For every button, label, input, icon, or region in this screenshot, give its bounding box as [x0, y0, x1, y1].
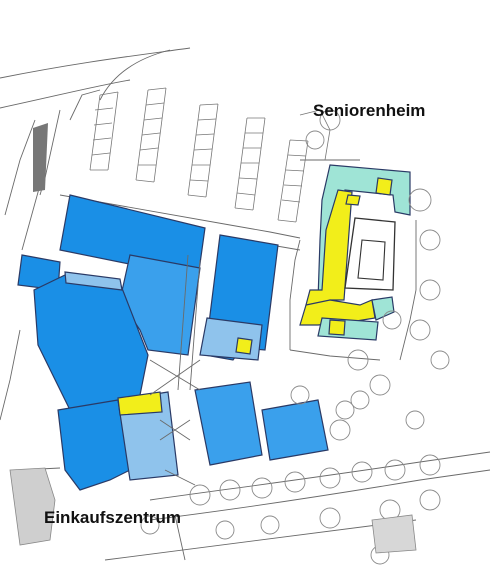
building-center-right-lower — [199, 317, 263, 361]
building-left-roof-strip — [64, 271, 123, 291]
stair-core-left — [117, 391, 163, 416]
existing-building-right — [371, 514, 417, 554]
walkway-crossings — [149, 254, 201, 486]
senior-home-complex — [299, 164, 411, 341]
label-shopping-center: Einkaufszentrum — [44, 508, 181, 527]
label-senior-home: Seniorenheim — [313, 101, 426, 120]
building-lower-center — [194, 381, 263, 466]
building-lower-right — [261, 399, 329, 461]
existing-building — [9, 467, 56, 546]
stair-core-right — [235, 337, 253, 355]
dark-strip — [33, 123, 48, 192]
parking-area — [89, 87, 331, 223]
